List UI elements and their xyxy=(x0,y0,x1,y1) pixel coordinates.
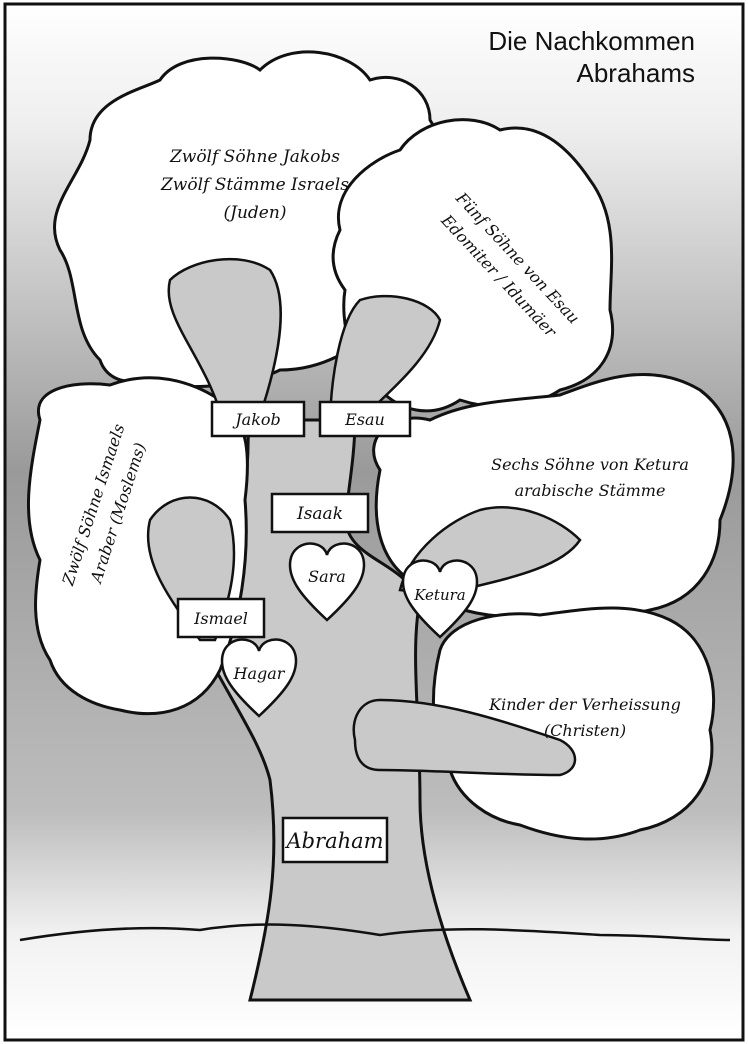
title-line-1: Die Nachkommen xyxy=(488,26,695,56)
box-ismael: Ismael xyxy=(178,599,264,637)
title-line-2: Abrahams xyxy=(577,58,696,88)
box-esau: Esau xyxy=(320,402,410,436)
name-sara: Sara xyxy=(308,567,346,586)
name-isaak: Isaak xyxy=(296,504,343,524)
label-zwoelf-soehne-jakobs: Zwölf Söhne Jakobs xyxy=(169,147,340,167)
name-hagar: Hagar xyxy=(233,664,286,683)
box-abraham: Abraham xyxy=(283,818,387,862)
name-abraham: Abraham xyxy=(284,829,383,853)
label-zwoelf-staemme-israels: Zwölf Stämme Israels xyxy=(160,175,349,195)
label-arabische-staemme: arabische Stämme xyxy=(515,481,666,500)
label-sechs-soehne-ketura: Sechs Söhne von Ketura xyxy=(491,455,689,474)
name-ketura: Ketura xyxy=(413,586,465,604)
name-ismael: Ismael xyxy=(193,609,248,628)
label-kinder-der-verheissung: Kinder der Verheissung xyxy=(488,695,681,714)
name-jakob: Jakob xyxy=(232,410,281,429)
box-jakob: Jakob xyxy=(212,402,304,436)
name-esau: Esau xyxy=(344,410,385,429)
label-juden: (Juden) xyxy=(224,203,287,223)
box-isaak: Isaak xyxy=(272,494,368,532)
label-christen: (Christen) xyxy=(544,721,626,740)
